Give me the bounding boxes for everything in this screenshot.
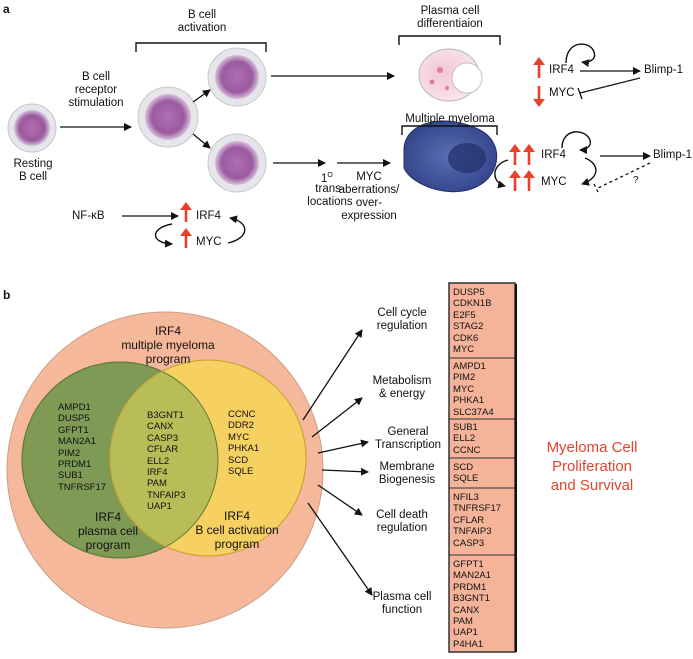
mm-loop-left [494,159,509,189]
mm-irf4-myc-loop [581,157,597,186]
up-arrow-icon [523,144,535,165]
genes-cell-cycle: DUSP5 CDKN1B E2F5 STAG2 CDK6 MYC [453,287,492,356]
mm-blimp-label: Blimp-1 [653,149,692,161]
loop-myc-label: MYC [196,236,222,248]
genes-plasma-function: GFPT1 MAN2A1 PRDM1 B3GNT1 CANX PAM UAP1 … [453,559,492,650]
gene-box-dividers [449,357,515,556]
loop-right [227,215,246,244]
category-plasma-function: Plasma cell function [372,591,432,616]
category-metabolism: Metabolism & energy [372,375,432,400]
plasma-bracket [398,35,501,45]
shared-genes: B3GNT1 CANX CASP3 CFLAR ELL2 IRF4 PAM TN… [147,410,186,513]
lower-b-cell [207,133,267,193]
fan-arrow-membrane [321,467,369,476]
overlap-lens [110,362,218,556]
genes-membrane: SCD SQLE [453,462,479,485]
mm-irf4-self-loop [561,131,592,154]
pc-myc-label: MYC [549,87,575,99]
plasma-cell-image [418,48,483,102]
up-arrow-icon [180,228,192,248]
down-branch-arrow [192,133,211,149]
question-mark: ? [633,175,639,186]
plasma-only-genes: AMPD1 DUSP5 GFPT1 MAN2A1 PIM2 PRDM1 SUB1… [58,402,107,493]
loop-left [154,223,173,248]
pc-blimp-label: Blimp-1 [644,64,683,76]
fan-arrow-cell-death [317,484,363,516]
plasma-diff-label: Plasma cell differentiaion [417,5,483,30]
up-arrow-icon [533,57,545,78]
panel-b-label: b [3,288,11,302]
category-cell-death: Cell death regulation [376,509,428,534]
fan-arrow-plasma-function [307,502,373,596]
myeloma-cell-image [403,120,498,193]
genes-cell-death: NFIL3 TNFRSF17 CFLAR TNFAIP3 CASP3 [453,492,502,549]
up-arrow-icon [180,202,192,222]
mm-blimp-myc-dashed [593,162,651,195]
resting-b-cell-label: Resting B cell [13,158,53,183]
activated-b-cell [137,86,199,148]
bcr-label: B cell receptor stimulation [68,71,124,109]
bcell-outline [109,359,307,557]
mm-irf4-label: IRF4 [541,149,566,161]
activation-label: B cell activation [177,9,227,34]
nfkb-label: NF-κB [72,210,105,222]
blimp-myc-inhibit [577,77,641,100]
transloc-label: trans- locations [307,183,353,208]
genes-metabolism: AMPD1 PIM2 MYC PHKA1 SLC37A4 [453,361,494,418]
category-transcription: General Transcription [374,426,442,451]
gene-box [448,282,516,653]
transloc-number: 1O [321,172,333,185]
irf4-self-loop [565,43,596,68]
plasma-program-label: IRF4 plasma cell program [77,510,139,552]
myc-aberr-label: MYC aberrations/ over- expression [338,171,400,222]
outcome-label: Myeloma Cell Proliferation and Survival [546,439,638,494]
loop-irf4-label: IRF4 [196,210,221,222]
mm-bracket [401,125,498,135]
activation-bracket [135,42,267,52]
mm-label: Multiple myeloma [405,113,495,125]
pc-irf4-label: IRF4 [549,64,574,76]
genes-transcription: SUB1 ELL2 CCNC [453,422,481,456]
up-branch-arrow [192,89,211,103]
fan-arrow-transcription [317,439,369,454]
upper-b-cell [207,47,267,107]
panel-a-label: a [3,2,10,16]
plasma-outline [21,361,219,559]
fan-arrow-metabolism [311,397,363,438]
fan-arrow-cell-cycle [302,329,363,421]
resting-b-cell [7,103,57,153]
up-arrow-icon [509,170,521,191]
category-cell-cycle: Cell cycle regulation [376,307,428,332]
up-arrow-icon [509,144,521,165]
mm-program-title: IRF4 multiple myeloma program [121,324,215,366]
up-arrow-icon [523,170,535,191]
bcell-only-genes: CCNC DDR2 MYC PHKA1 SCD SQLE [228,409,260,478]
down-arrow-icon [533,86,545,107]
category-membrane: Membrane Biogenesis [378,461,436,486]
bcell-program-label: IRF4 B cell activation program [195,509,279,551]
mm-myc-label: MYC [541,176,567,188]
